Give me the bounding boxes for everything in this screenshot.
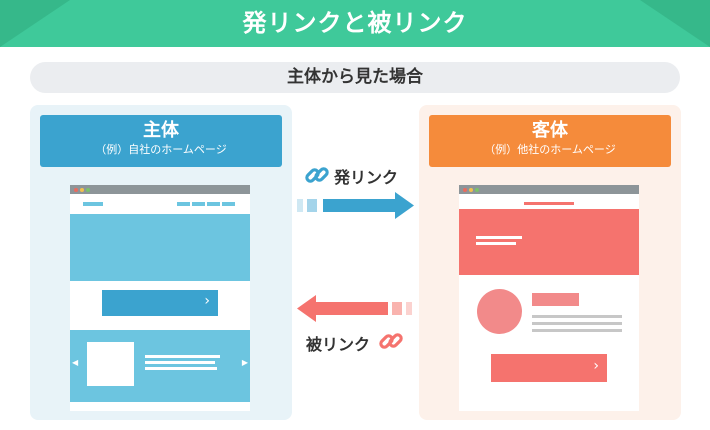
- subject-header: 主体 （例）自社のホームページ: [40, 115, 282, 167]
- nav-item: [222, 202, 235, 206]
- text-line: [145, 367, 217, 370]
- subject-panel: 主体 （例）自社のホームページ › ◀ ▶: [30, 105, 292, 420]
- own-site-mockup: › ◀ ▶: [70, 185, 250, 411]
- text-line: [145, 355, 220, 358]
- object-title: 客体: [532, 120, 568, 141]
- browser-bar: [70, 185, 250, 194]
- other-site-mockup: ›: [459, 185, 639, 411]
- page-title: 発リンクと被リンク: [242, 9, 468, 37]
- banner-fold-left: [0, 0, 70, 47]
- link-icon: [379, 333, 403, 349]
- heading-placeholder: [532, 293, 579, 306]
- hero-area: [70, 214, 250, 281]
- window-close-dot: [463, 188, 467, 192]
- incoming-link-arrow: [297, 295, 412, 322]
- link-icon: [305, 167, 329, 183]
- banner-fold-right: [640, 0, 710, 47]
- object-subtitle: （例）他社のホームページ: [484, 143, 616, 156]
- browser-bar: [459, 185, 639, 194]
- mock-cta-button: ›: [491, 354, 607, 382]
- subject-subtitle: （例）自社のホームページ: [95, 143, 227, 156]
- text-line: [145, 361, 215, 364]
- chevron-right-icon: ›: [204, 293, 210, 309]
- object-header: 客体 （例）他社のホームページ: [429, 115, 671, 167]
- carousel-prev-icon: ◀: [72, 358, 79, 367]
- outgoing-link-label: 発リンク: [334, 168, 399, 187]
- window-maximize-dot: [475, 188, 479, 192]
- perspective-label: 主体から見た場合: [30, 62, 680, 93]
- mock-cta-button: ›: [102, 290, 218, 316]
- text-line: [476, 242, 516, 245]
- carousel-image: [87, 342, 134, 386]
- carousel-next-icon: ▶: [241, 358, 248, 367]
- chevron-right-icon: ›: [593, 358, 599, 374]
- incoming-link-label: 被リンク: [306, 335, 371, 354]
- logo-placeholder: [83, 202, 103, 206]
- hero-area: [459, 209, 639, 275]
- carousel-area: ◀ ▶: [70, 330, 250, 402]
- text-line: [532, 329, 622, 332]
- title-banner: 発リンクと被リンク: [0, 0, 710, 47]
- profile-image-circle: [477, 289, 522, 334]
- window-close-dot: [74, 188, 78, 192]
- nav-item: [192, 202, 205, 206]
- nav-item: [177, 202, 190, 206]
- outgoing-link-arrow: [297, 192, 414, 219]
- logo-placeholder: [524, 202, 574, 205]
- object-panel: 客体 （例）他社のホームページ ›: [419, 105, 681, 420]
- window-minimize-dot: [80, 188, 84, 192]
- text-line: [532, 322, 622, 325]
- window-minimize-dot: [469, 188, 473, 192]
- subject-title: 主体: [143, 120, 179, 141]
- nav-item: [207, 202, 220, 206]
- text-line: [532, 315, 622, 318]
- window-maximize-dot: [86, 188, 90, 192]
- text-line: [476, 236, 522, 239]
